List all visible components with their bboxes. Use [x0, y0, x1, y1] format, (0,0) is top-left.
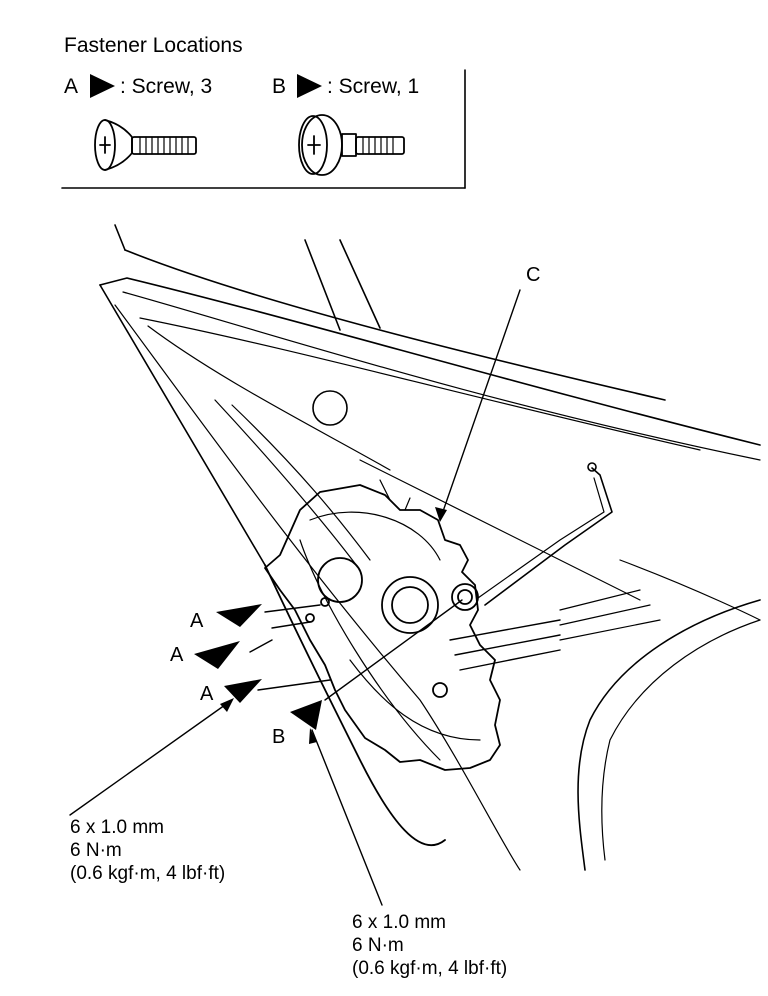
callout-a2-arrow-icon	[194, 641, 240, 669]
door-outline	[99, 224, 761, 871]
torque-spec-a-alt: (0.6 kgf·m, 4 lbf·ft)	[70, 863, 226, 884]
callout-a1-arrow-icon	[216, 604, 262, 627]
torque-spec-b-size: 6 x 1.0 mm	[352, 912, 446, 933]
screw-a-icon	[94, 119, 197, 171]
callout-a1-label: A	[190, 610, 204, 632]
callout-c-label: C	[526, 264, 541, 286]
legend-a-text: : Screw, 3	[120, 75, 213, 98]
torque-spec-a: 6 x 1.0 mm 6 N·m (0.6 kgf·m, 4 lbf·ft)	[70, 816, 225, 885]
callout-b-arrow-icon	[290, 700, 322, 730]
spec-b-arrowhead	[309, 728, 317, 744]
torque-spec-b: 6 x 1.0 mm 6 N·m (0.6 kgf·m, 4 lbf·ft)	[352, 911, 507, 980]
legend-b-arrow-icon	[297, 74, 322, 98]
legend-a-arrow-icon	[90, 74, 115, 98]
legend-title: Fastener Locations	[64, 34, 243, 57]
legend-b-text: : Screw, 1	[327, 75, 420, 98]
latch-assembly	[264, 479, 661, 771]
callout-a3-arrow-icon	[224, 679, 262, 703]
legend-a-letter: A	[64, 75, 79, 98]
callout-b-label: B	[272, 726, 286, 748]
legend-b-letter: B	[272, 75, 287, 98]
torque-spec-b-alt: (0.6 kgf·m, 4 lbf·ft)	[352, 958, 508, 979]
torque-spec-b-torque: 6 N·m	[352, 935, 404, 956]
screw-b-icon	[298, 114, 405, 176]
spec-a-arrowhead	[220, 698, 234, 712]
callout-a2-label: A	[170, 644, 184, 666]
torque-spec-a-torque: 6 N·m	[70, 840, 122, 861]
callout-c-arrowhead	[435, 507, 447, 522]
leader-lines	[69, 289, 521, 906]
legend-frame	[61, 69, 466, 189]
torque-spec-a-size: 6 x 1.0 mm	[70, 817, 164, 838]
callout-a3-label: A	[200, 683, 214, 705]
